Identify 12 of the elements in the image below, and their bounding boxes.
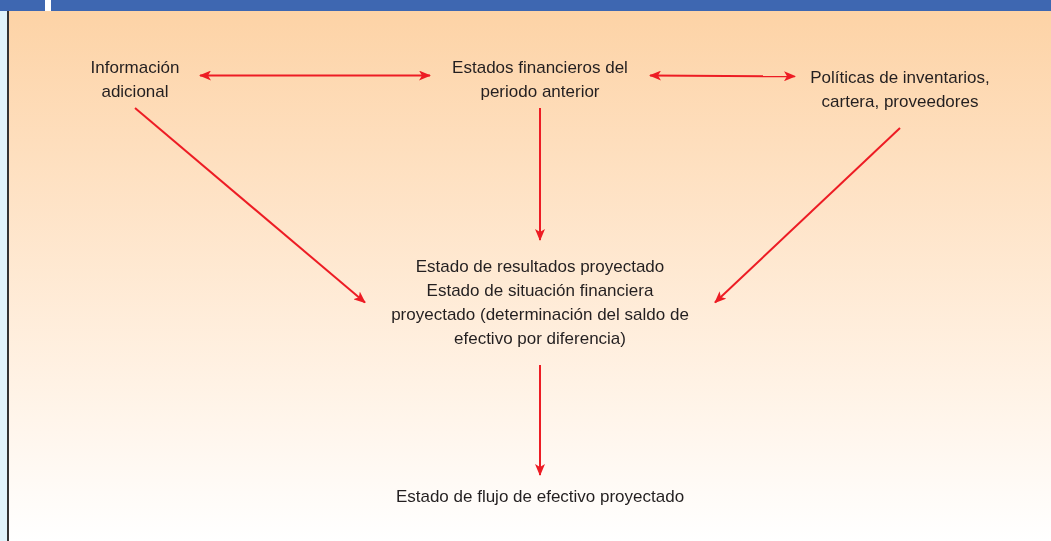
node-text: Estado de flujo de efectivo proyectado <box>395 486 685 508</box>
node-text: Estados financieros del periodo anterior <box>451 57 629 103</box>
arrow <box>134 107 366 304</box>
node-text: Información adicional <box>89 57 181 103</box>
node-text: Estado de situación financiera proyectado (determinación del saldo de efectivo por diferencia) <box>390 279 690 350</box>
arrow <box>535 364 545 476</box>
arrow <box>649 70 796 82</box>
node-text: Políticas de inventarios, cartera, proveedores <box>809 67 991 113</box>
arrow <box>199 70 431 81</box>
node-text: Estado de resultados proyectado <box>415 255 665 278</box>
arrow <box>714 127 901 304</box>
arrow <box>535 107 545 241</box>
